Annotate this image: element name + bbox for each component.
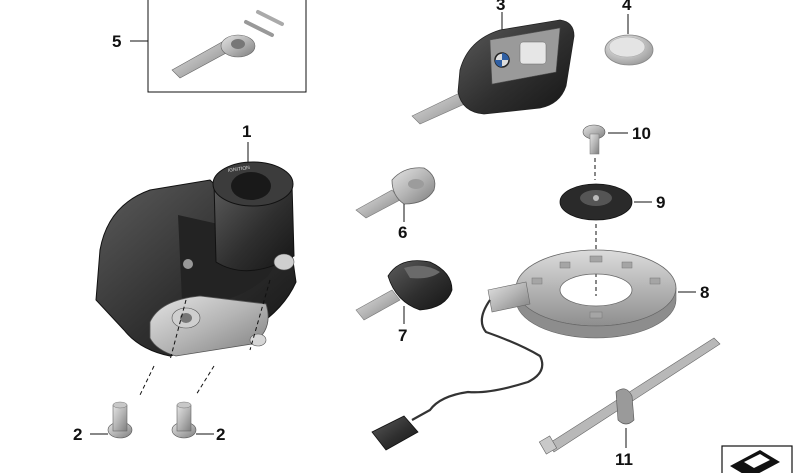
callout-7: 7 [398, 326, 408, 345]
part-10-screw [582, 124, 628, 180]
mounting-bracket-icon [149, 295, 269, 357]
callout-10: 10 [632, 124, 651, 143]
bolt-head-icon [273, 253, 295, 271]
callout-1: 1 [242, 122, 252, 141]
lock-cylinder-icon [213, 181, 295, 272]
tie-clip-icon [615, 388, 635, 425]
key-blade-icon [355, 189, 401, 219]
callout-3: 3 [496, 0, 506, 14]
callout-9: 9 [656, 193, 666, 212]
part-2-screws [90, 401, 214, 439]
screw-right-icon [171, 401, 197, 439]
lever-icon [171, 41, 229, 79]
corner-symbol-icon [721, 445, 793, 473]
part-1-ignition-switch: IGNITION [95, 142, 297, 396]
callout-4: 4 [622, 0, 632, 14]
callout-2-left: 2 [73, 425, 83, 444]
antenna-cable-icon [411, 299, 544, 421]
callout-8: 8 [700, 283, 710, 302]
connector-housing-icon [487, 281, 531, 313]
ignition-face-label: IGNITION [227, 165, 250, 174]
part-11-cable-tie [538, 337, 721, 455]
plug-connector-icon [371, 415, 419, 451]
kit-frame [147, 0, 307, 93]
part-4-battery [604, 14, 654, 66]
screw-shank-icon [589, 133, 600, 155]
screw-left-icon [107, 401, 133, 439]
pin-icon [244, 20, 274, 37]
callout-11: 11 [615, 450, 633, 469]
part-5-lever-kit [130, 0, 307, 93]
part-7-key [355, 260, 453, 324]
bolt-head-icon [249, 333, 267, 347]
part-6-key-blank [355, 167, 436, 222]
key-blade-icon [355, 289, 401, 321]
part-8-ring-antenna [371, 249, 696, 451]
callout-6: 6 [398, 223, 408, 242]
callout-2-right: 2 [216, 425, 226, 444]
callout-5: 5 [112, 32, 122, 51]
part-3-flip-key [411, 12, 575, 125]
cable-tie-icon [547, 337, 721, 453]
pin-icon [256, 10, 284, 26]
